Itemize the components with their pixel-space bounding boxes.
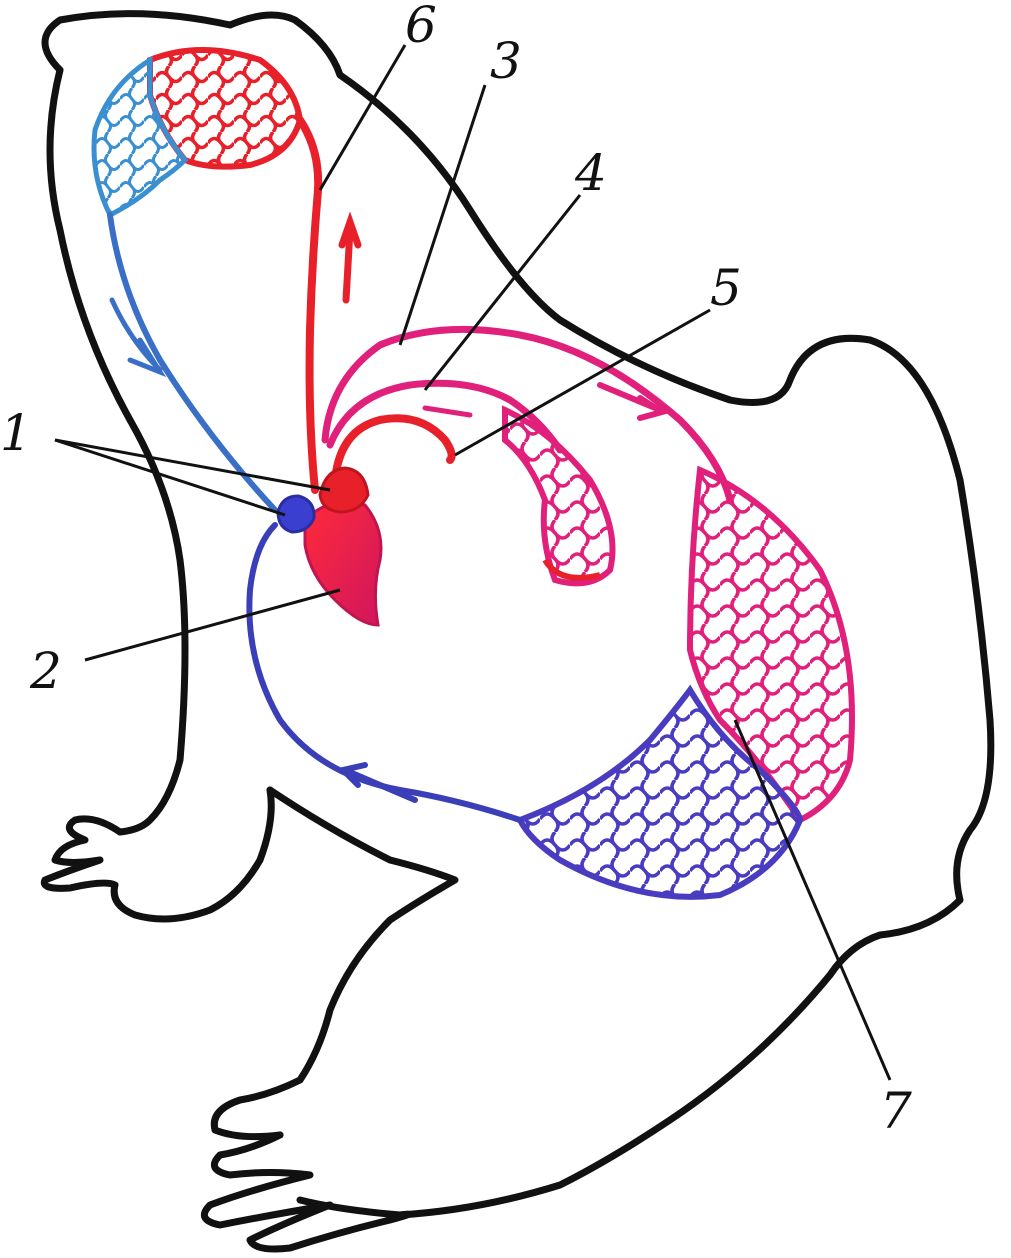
ventricle	[305, 502, 381, 625]
label-1: 1	[0, 404, 32, 462]
label-2: 2	[29, 642, 62, 700]
arrow-vein-body	[343, 765, 415, 800]
label-4: 4	[574, 144, 607, 202]
label-7: 7	[880, 1082, 912, 1140]
frog-hind-foot-outline	[204, 1135, 408, 1249]
vein-from-body	[249, 525, 520, 820]
leader-2	[85, 590, 340, 660]
arrow-up-artery-6	[342, 222, 358, 300]
label-6: 6	[405, 0, 437, 54]
label-3: 3	[490, 32, 522, 90]
arrow-vessel-4	[425, 408, 470, 415]
leader-1a	[55, 440, 330, 490]
lung-capillary-network	[505, 410, 613, 583]
artery-6-to-head	[300, 120, 318, 490]
head-capillary-network	[94, 50, 300, 215]
leader-4	[425, 195, 580, 390]
frog-belly-outline	[214, 790, 455, 1137]
label-5: 5	[710, 259, 742, 317]
